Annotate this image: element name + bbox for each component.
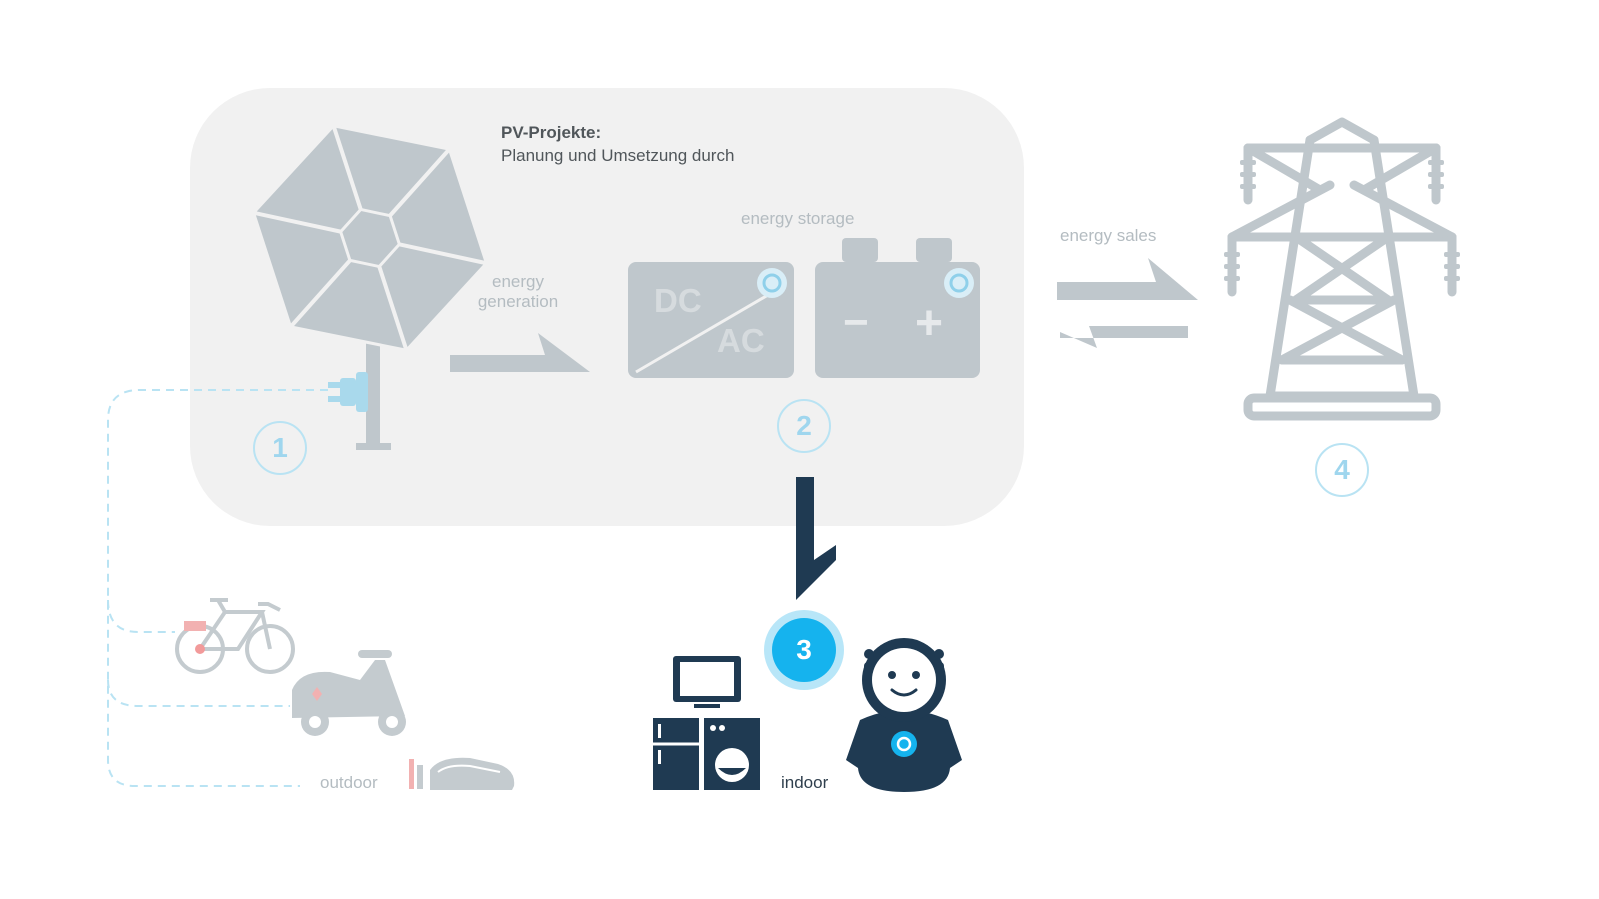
step-2-badge: 2: [777, 399, 831, 453]
tv-icon: [673, 656, 741, 708]
inverter-dc-label: DC: [654, 282, 702, 319]
generation-arrow: [450, 333, 590, 372]
step-3-number: 3: [772, 618, 836, 682]
pv-project-subheading: Planung und Umsetzung durch: [501, 146, 735, 165]
pylon-insulators: [1224, 160, 1460, 281]
consumption-arrow: [796, 477, 836, 600]
scooter-icon: [292, 650, 406, 736]
outdoor-label: outdoor: [320, 773, 378, 792]
inverter-ac-label: AC: [717, 322, 765, 359]
robot-mascot-icon: [846, 638, 962, 792]
step-4-badge: 4: [1315, 443, 1369, 497]
battery-minus: −: [843, 298, 869, 347]
robot-mower-icon: [409, 757, 515, 790]
battery-icon: [815, 238, 980, 378]
sales-arrows: [1057, 258, 1198, 348]
appliances-icon: [653, 718, 760, 790]
inverter-icon: [628, 262, 794, 378]
solar-flower-icon: [251, 124, 489, 450]
indoor-label: indoor: [781, 773, 829, 792]
energy-sales-label: energy sales: [1060, 226, 1157, 245]
pv-project-heading: PV-Projekte:: [501, 123, 602, 142]
energy-generation-label-2: generation: [477, 292, 559, 311]
outdoor-wiring: [107, 389, 328, 787]
energy-generation-label-1: energy: [492, 272, 544, 291]
step-1-badge: 1: [253, 421, 307, 475]
battery-plus: +: [915, 297, 944, 350]
energy-storage-label: energy storage: [741, 209, 855, 228]
bicycle-icon: [175, 598, 295, 674]
power-pylon-icon: [1227, 117, 1457, 421]
step-3-badge: 3: [764, 610, 844, 690]
plug-icon: [328, 372, 368, 412]
